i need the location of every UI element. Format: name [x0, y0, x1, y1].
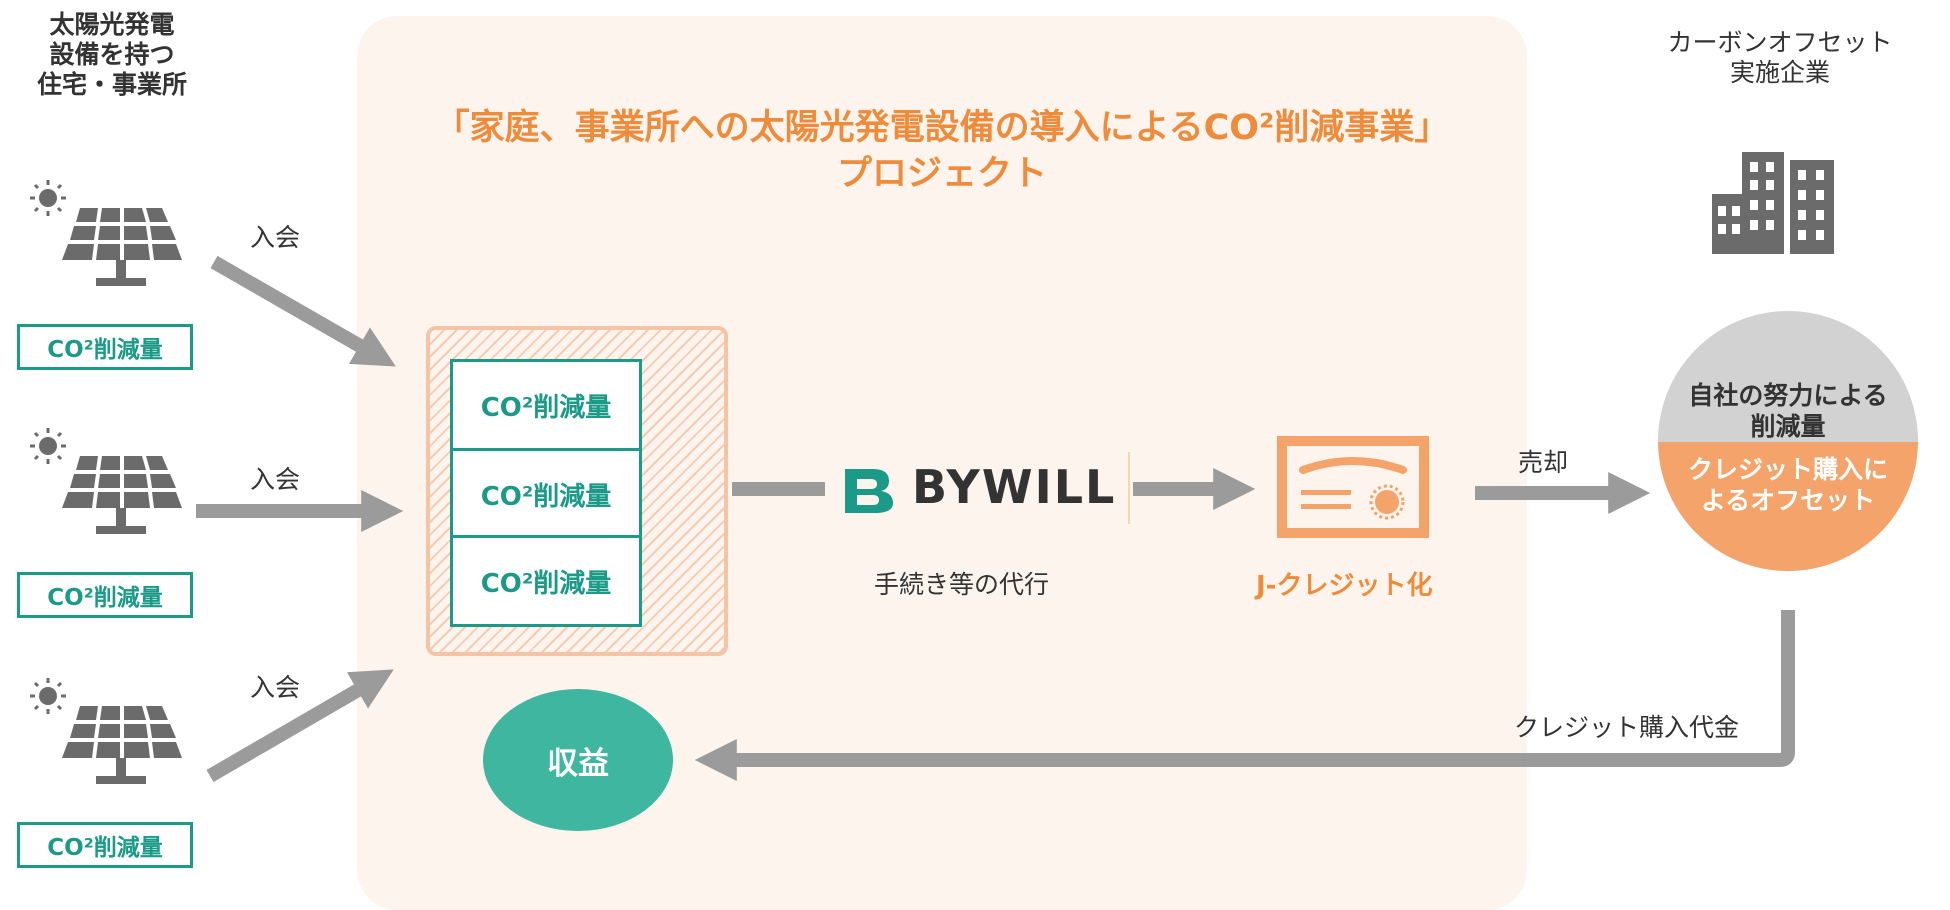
- join-label: 入会: [250, 673, 301, 702]
- heading-line: 太陽光発電: [49, 10, 175, 39]
- stack-co2-cell: CO²削減量: [450, 359, 642, 451]
- house-co2-badge: CO²削減量: [17, 572, 193, 618]
- heading-line: 住宅・事業所: [36, 70, 187, 99]
- house-co2-badge: CO²削減量: [17, 324, 193, 370]
- solar-panel-icon: [30, 180, 182, 286]
- own-effort-segment: 自社の努力による 削減量: [1658, 311, 1918, 442]
- offset-breakdown-circle: 自社の努力による 削減量 クレジット購入に よるオフセット: [1658, 311, 1918, 571]
- join-arrow-3: [206, 669, 394, 783]
- heading-line: カーボンオフセット: [1667, 28, 1893, 57]
- stack-co2-cell: CO²削減量: [450, 535, 642, 627]
- segment-line: クレジット購入に: [1687, 455, 1888, 484]
- office-building-icon: [1712, 152, 1834, 254]
- certificate-icon: [1277, 436, 1429, 538]
- offset-company-heading: カーボンオフセット 実施企業: [1640, 28, 1920, 88]
- solar-panel-icon: [30, 678, 182, 784]
- stack-co2-cell: CO²削減量: [450, 448, 642, 540]
- jcredit-label: J-クレジット化: [1256, 571, 1433, 601]
- bywill-logo-text: BYWILL: [912, 460, 1117, 514]
- bywill-logo-icon: [845, 469, 893, 513]
- segment-line: よるオフセット: [1700, 486, 1876, 515]
- segment-line: 削減量: [1750, 412, 1826, 441]
- heading-line: 実施企業: [1729, 58, 1830, 87]
- solar-owners-heading: 太陽光発電 設備を持つ 住宅・事業所: [18, 10, 206, 100]
- segment-line: 自社の努力による: [1688, 381, 1888, 410]
- join-label: 入会: [250, 465, 301, 494]
- heading-line: 設備を持つ: [49, 40, 175, 69]
- solar-panel-icon: [30, 428, 182, 534]
- project-title-line: 「家庭、事業所への太陽光発電設備の導入によるCO²削減事業」: [434, 108, 1450, 148]
- project-title: 「家庭、事業所への太陽光発電設備の導入によるCO²削減事業」 プロジェクト: [357, 105, 1527, 197]
- sale-label: 売却: [1518, 448, 1569, 477]
- payment-arrow: [694, 610, 1795, 781]
- agency-caption: 手続き等の代行: [874, 570, 1050, 599]
- payment-label: クレジット購入代金: [1514, 713, 1740, 742]
- house-co2-badge: CO²削減量: [17, 822, 193, 868]
- logo-divider: [1128, 452, 1130, 524]
- project-title-line: プロジェクト: [836, 154, 1047, 194]
- join-label: 入会: [250, 223, 301, 252]
- credit-offset-segment: クレジット購入に よるオフセット: [1658, 442, 1918, 571]
- revenue-ellipse: 収益: [483, 689, 673, 831]
- join-arrow-1: [210, 255, 396, 367]
